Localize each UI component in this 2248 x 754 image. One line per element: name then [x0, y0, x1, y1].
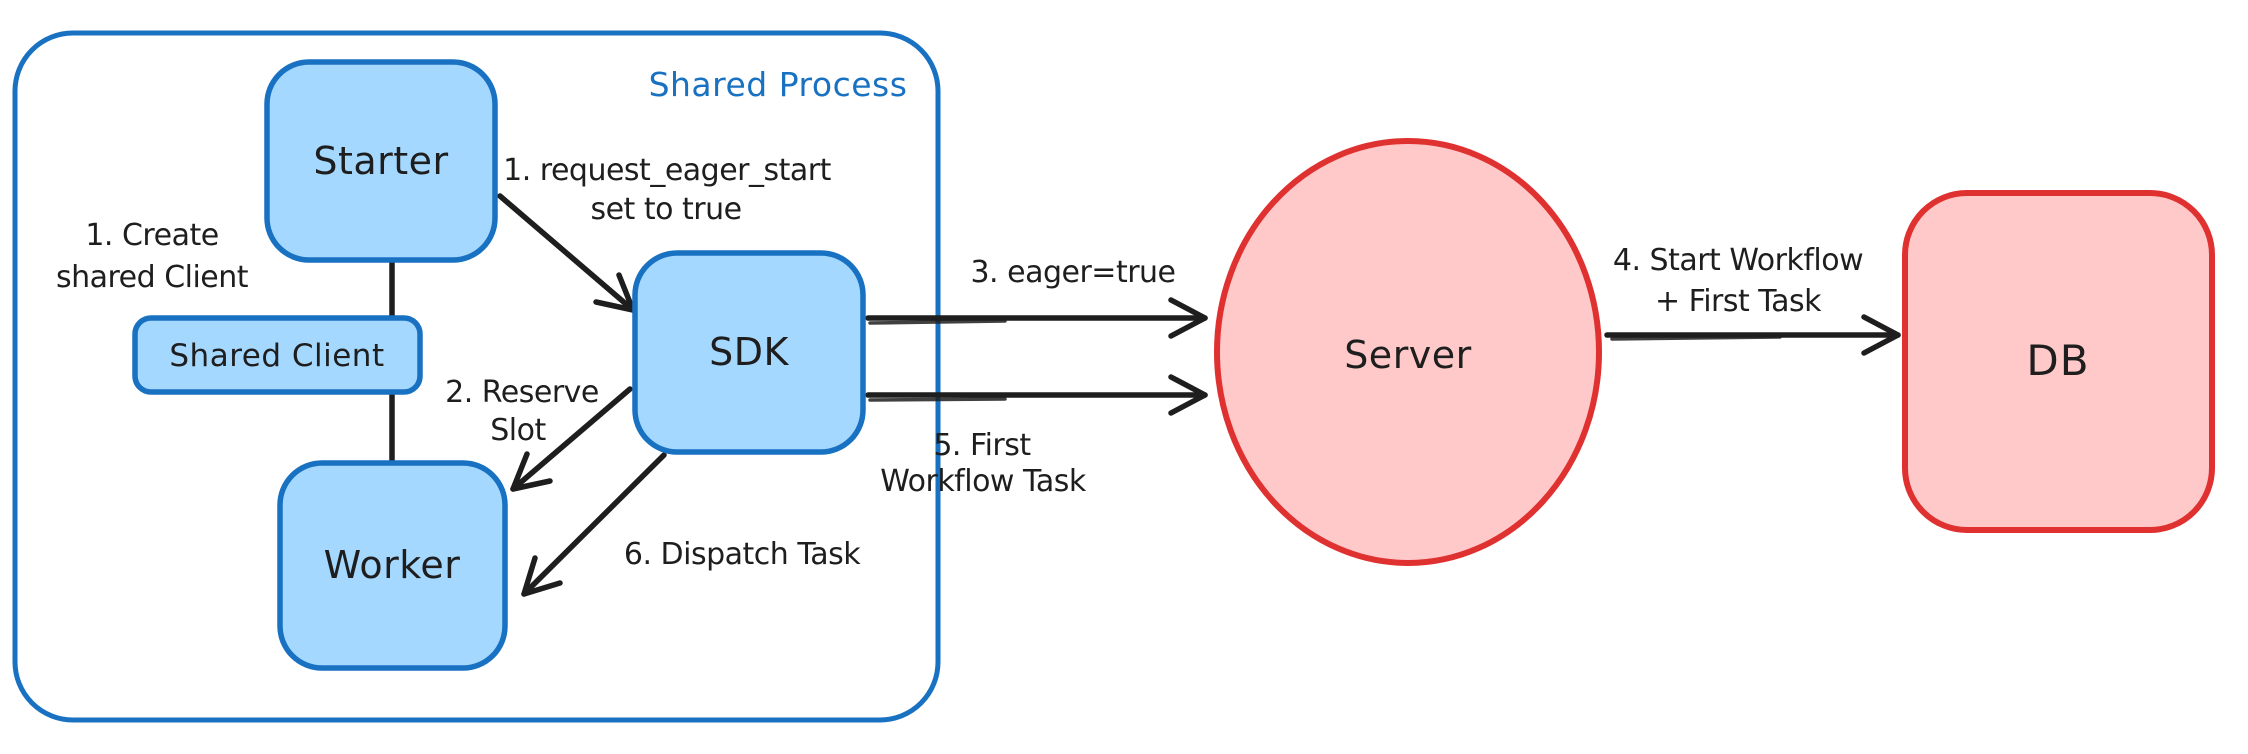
sdk-node — [632, 250, 866, 455]
label-eager-true: 3. eager=true — [970, 255, 1175, 290]
shared-process-label: Shared Process — [649, 65, 908, 104]
starter-node — [264, 59, 498, 263]
svg-text:shared Client: shared Client — [56, 260, 249, 295]
arrow-reserve-slot — [510, 386, 633, 492]
arrow-dispatch-task — [521, 452, 667, 597]
shared-process-frame — [12, 30, 941, 723]
sdk-label: SDK — [709, 330, 789, 374]
arrow-first-workflow-task — [865, 374, 1208, 416]
shared-client-node — [132, 315, 423, 395]
svg-text:Workflow Task: Workflow Task — [880, 464, 1087, 499]
label-request-eager-start: 1. request_eager_start set to true — [503, 153, 832, 227]
svg-text:2. Reserve: 2. Reserve — [445, 375, 599, 410]
arrow-eager-true — [865, 297, 1208, 339]
svg-text:1. request_eager_start: 1. request_eager_start — [503, 153, 831, 188]
server-label: Server — [1344, 333, 1472, 377]
worker-node — [277, 460, 508, 671]
shared-client-label: Shared Client — [169, 338, 384, 374]
svg-text:Slot: Slot — [490, 413, 546, 448]
label-first-workflow-task: 5. First Workflow Task — [880, 428, 1087, 499]
label-dispatch-task: 6. Dispatch Task — [624, 537, 861, 572]
label-reserve-slot: 2. Reserve Slot — [445, 375, 599, 448]
svg-text:5. First: 5. First — [933, 428, 1031, 463]
db-node — [1902, 190, 2215, 533]
svg-text:1. Create: 1. Create — [85, 218, 218, 253]
db-label: DB — [2026, 336, 2089, 385]
starter-label: Starter — [313, 139, 448, 183]
server-node — [1214, 138, 1602, 566]
svg-text:set to true: set to true — [590, 192, 741, 227]
worker-label: Worker — [324, 543, 461, 587]
label-create-shared-client: 1. Create shared Client — [56, 218, 249, 295]
svg-text:4. Start Workflow: 4. Start Workflow — [1613, 243, 1863, 278]
label-start-workflow: 4. Start Workflow + First Task — [1613, 243, 1864, 319]
arrow-start-workflow — [1604, 314, 1901, 356]
svg-text:+ First Task: + First Task — [1655, 284, 1822, 319]
